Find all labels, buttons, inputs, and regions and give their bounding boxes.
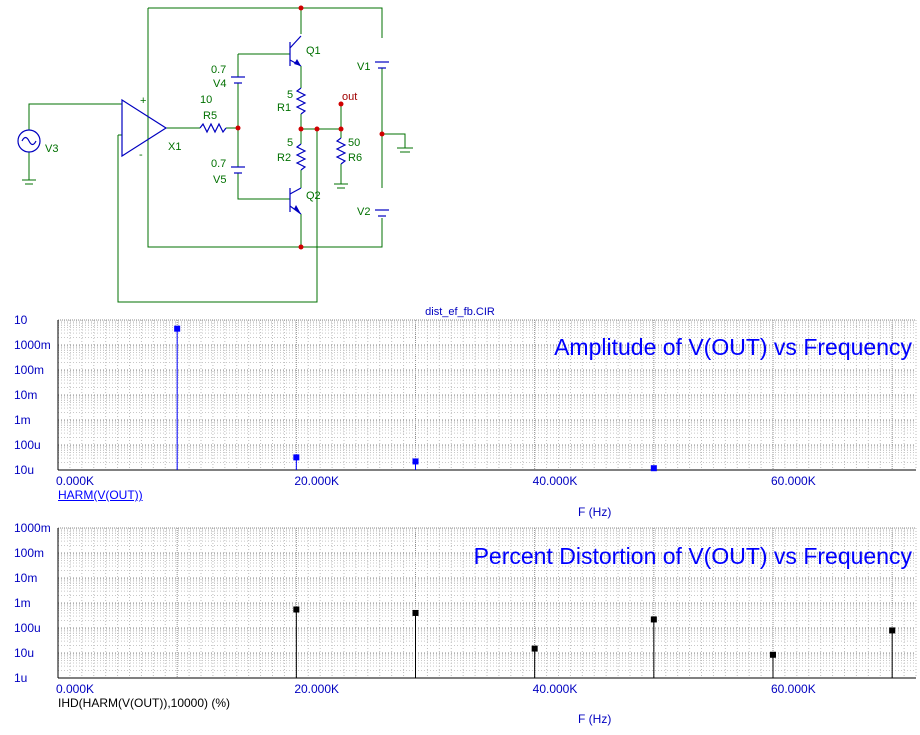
- v5-value: 0.7: [211, 158, 226, 170]
- distortion-plot-svg: 1000m 100m 10m 1m 100u 10u 1u 0.000K 20.000K 40.0…: [14, 521, 917, 696]
- y-tick-label: 100u: [14, 438, 41, 452]
- y-tick-label: 1m: [14, 596, 31, 610]
- file-title: dist_ef_fb.CIR: [425, 306, 495, 318]
- resistor-icon: [295, 143, 307, 171]
- opamp-minus-label: -: [139, 149, 143, 161]
- q2-label: Q2: [306, 190, 321, 202]
- chart-title: Amplitude of V(OUT) vs Frequency: [554, 334, 912, 360]
- r5-value: 10: [200, 94, 212, 106]
- r2-label: R2: [277, 152, 291, 164]
- y-tick-label: 1m: [14, 413, 31, 427]
- x1-label: X1: [168, 141, 181, 153]
- data-point: [531, 645, 538, 652]
- trace-label-ihd[interactable]: IHD(HARM(V(OUT)),10000) (%): [58, 696, 231, 710]
- opamp-plus-label: +: [140, 95, 146, 107]
- data-point: [293, 606, 300, 613]
- junction-dots: [235, 5, 385, 250]
- data-point: [650, 465, 657, 472]
- amplitude-plot: 10 1000m 100m 10m 1m 100u 10u 0.000K 20.000K 40.0…: [0, 310, 920, 520]
- y-tick-label: 10m: [14, 571, 37, 585]
- trace-label-harm[interactable]: HARM(V(OUT)): [58, 488, 143, 502]
- resistor-icon: [295, 87, 307, 115]
- y-tick-label: 100u: [14, 621, 41, 635]
- x-tick-label: 40.000K: [533, 682, 578, 696]
- distortion-plot: 1000m 100m 10m 1m 100u 10u 1u 0.000K 20.000K 40.0…: [0, 518, 920, 735]
- sine-source-icon: [17, 129, 41, 153]
- npn-transistor-icon: [289, 35, 302, 67]
- r1-value: 5: [287, 89, 293, 101]
- chart-title: Percent Distortion of V(OUT) vs Frequenc…: [474, 543, 913, 569]
- y-tick-label: 10u: [14, 463, 34, 477]
- y-tick-label: 10: [14, 313, 28, 327]
- y-tick-label: 1u: [14, 671, 27, 685]
- x-tick-label: 0.000K: [56, 474, 94, 488]
- battery-icon: [375, 61, 389, 69]
- r5-label: R5: [203, 110, 217, 122]
- v2-label: V2: [357, 206, 370, 218]
- v1-label: V1: [357, 61, 370, 73]
- y-tick-label: 10m: [14, 388, 37, 402]
- x-tick-label: 60.000K: [771, 682, 816, 696]
- ground-icon: [334, 183, 348, 189]
- data-point: [174, 325, 181, 332]
- plot-grid: [57, 527, 917, 679]
- x-tick-label: 40.000K: [533, 474, 578, 488]
- v4-label: V4: [213, 78, 226, 90]
- ground-icon: [397, 147, 413, 153]
- resistor-icon: [199, 122, 227, 134]
- x-tick-label: 20.000K: [294, 474, 339, 488]
- pnp-transistor-icon: [289, 187, 302, 215]
- x-tick-label: 0.000K: [56, 682, 94, 696]
- resistor-icon: [335, 137, 347, 165]
- data-point: [412, 458, 419, 465]
- schematic-wires: [28, 7, 406, 303]
- v5-label: V5: [213, 174, 226, 186]
- y-tick-label: 1000m: [14, 338, 51, 352]
- data-point: [650, 616, 657, 623]
- r6-value: 50: [348, 137, 360, 149]
- battery-icon: [375, 209, 389, 217]
- out-node-label: out: [342, 91, 357, 103]
- y-tick-label: 100m: [14, 546, 44, 560]
- data-point: [889, 627, 896, 634]
- plot-grid: [57, 319, 917, 471]
- circuit-schematic: V3 + - X1 10 R5 0.7 V4 0.7 V5 Q1 Q2: [17, 5, 413, 303]
- y-tick-label: 1000m: [14, 521, 51, 535]
- x-axis-title: F (Hz): [578, 505, 612, 519]
- battery-icon: [231, 76, 245, 84]
- x-axis-title: F (Hz): [578, 712, 612, 726]
- q1-label: Q1: [306, 45, 321, 57]
- data-point: [412, 609, 419, 616]
- r2-value: 5: [287, 137, 293, 149]
- battery-icon: [231, 166, 245, 174]
- x-tick-label: 60.000K: [771, 474, 816, 488]
- r1-label: R1: [277, 102, 291, 114]
- opamp-icon: [121, 98, 168, 158]
- ground-icon: [22, 179, 36, 185]
- x-tick-label: 20.000K: [294, 682, 339, 696]
- v3-label: V3: [45, 143, 58, 155]
- data-point: [770, 651, 776, 658]
- y-tick-label: 100m: [14, 363, 44, 377]
- v4-value: 0.7: [211, 64, 226, 76]
- amplitude-plot-svg: 10 1000m 100m 10m 1m 100u 10u 0.000K 20.000K 40.0…: [14, 313, 917, 488]
- r6-label: R6: [348, 152, 362, 164]
- y-tick-label: 10u: [14, 646, 34, 660]
- data-point: [293, 454, 300, 461]
